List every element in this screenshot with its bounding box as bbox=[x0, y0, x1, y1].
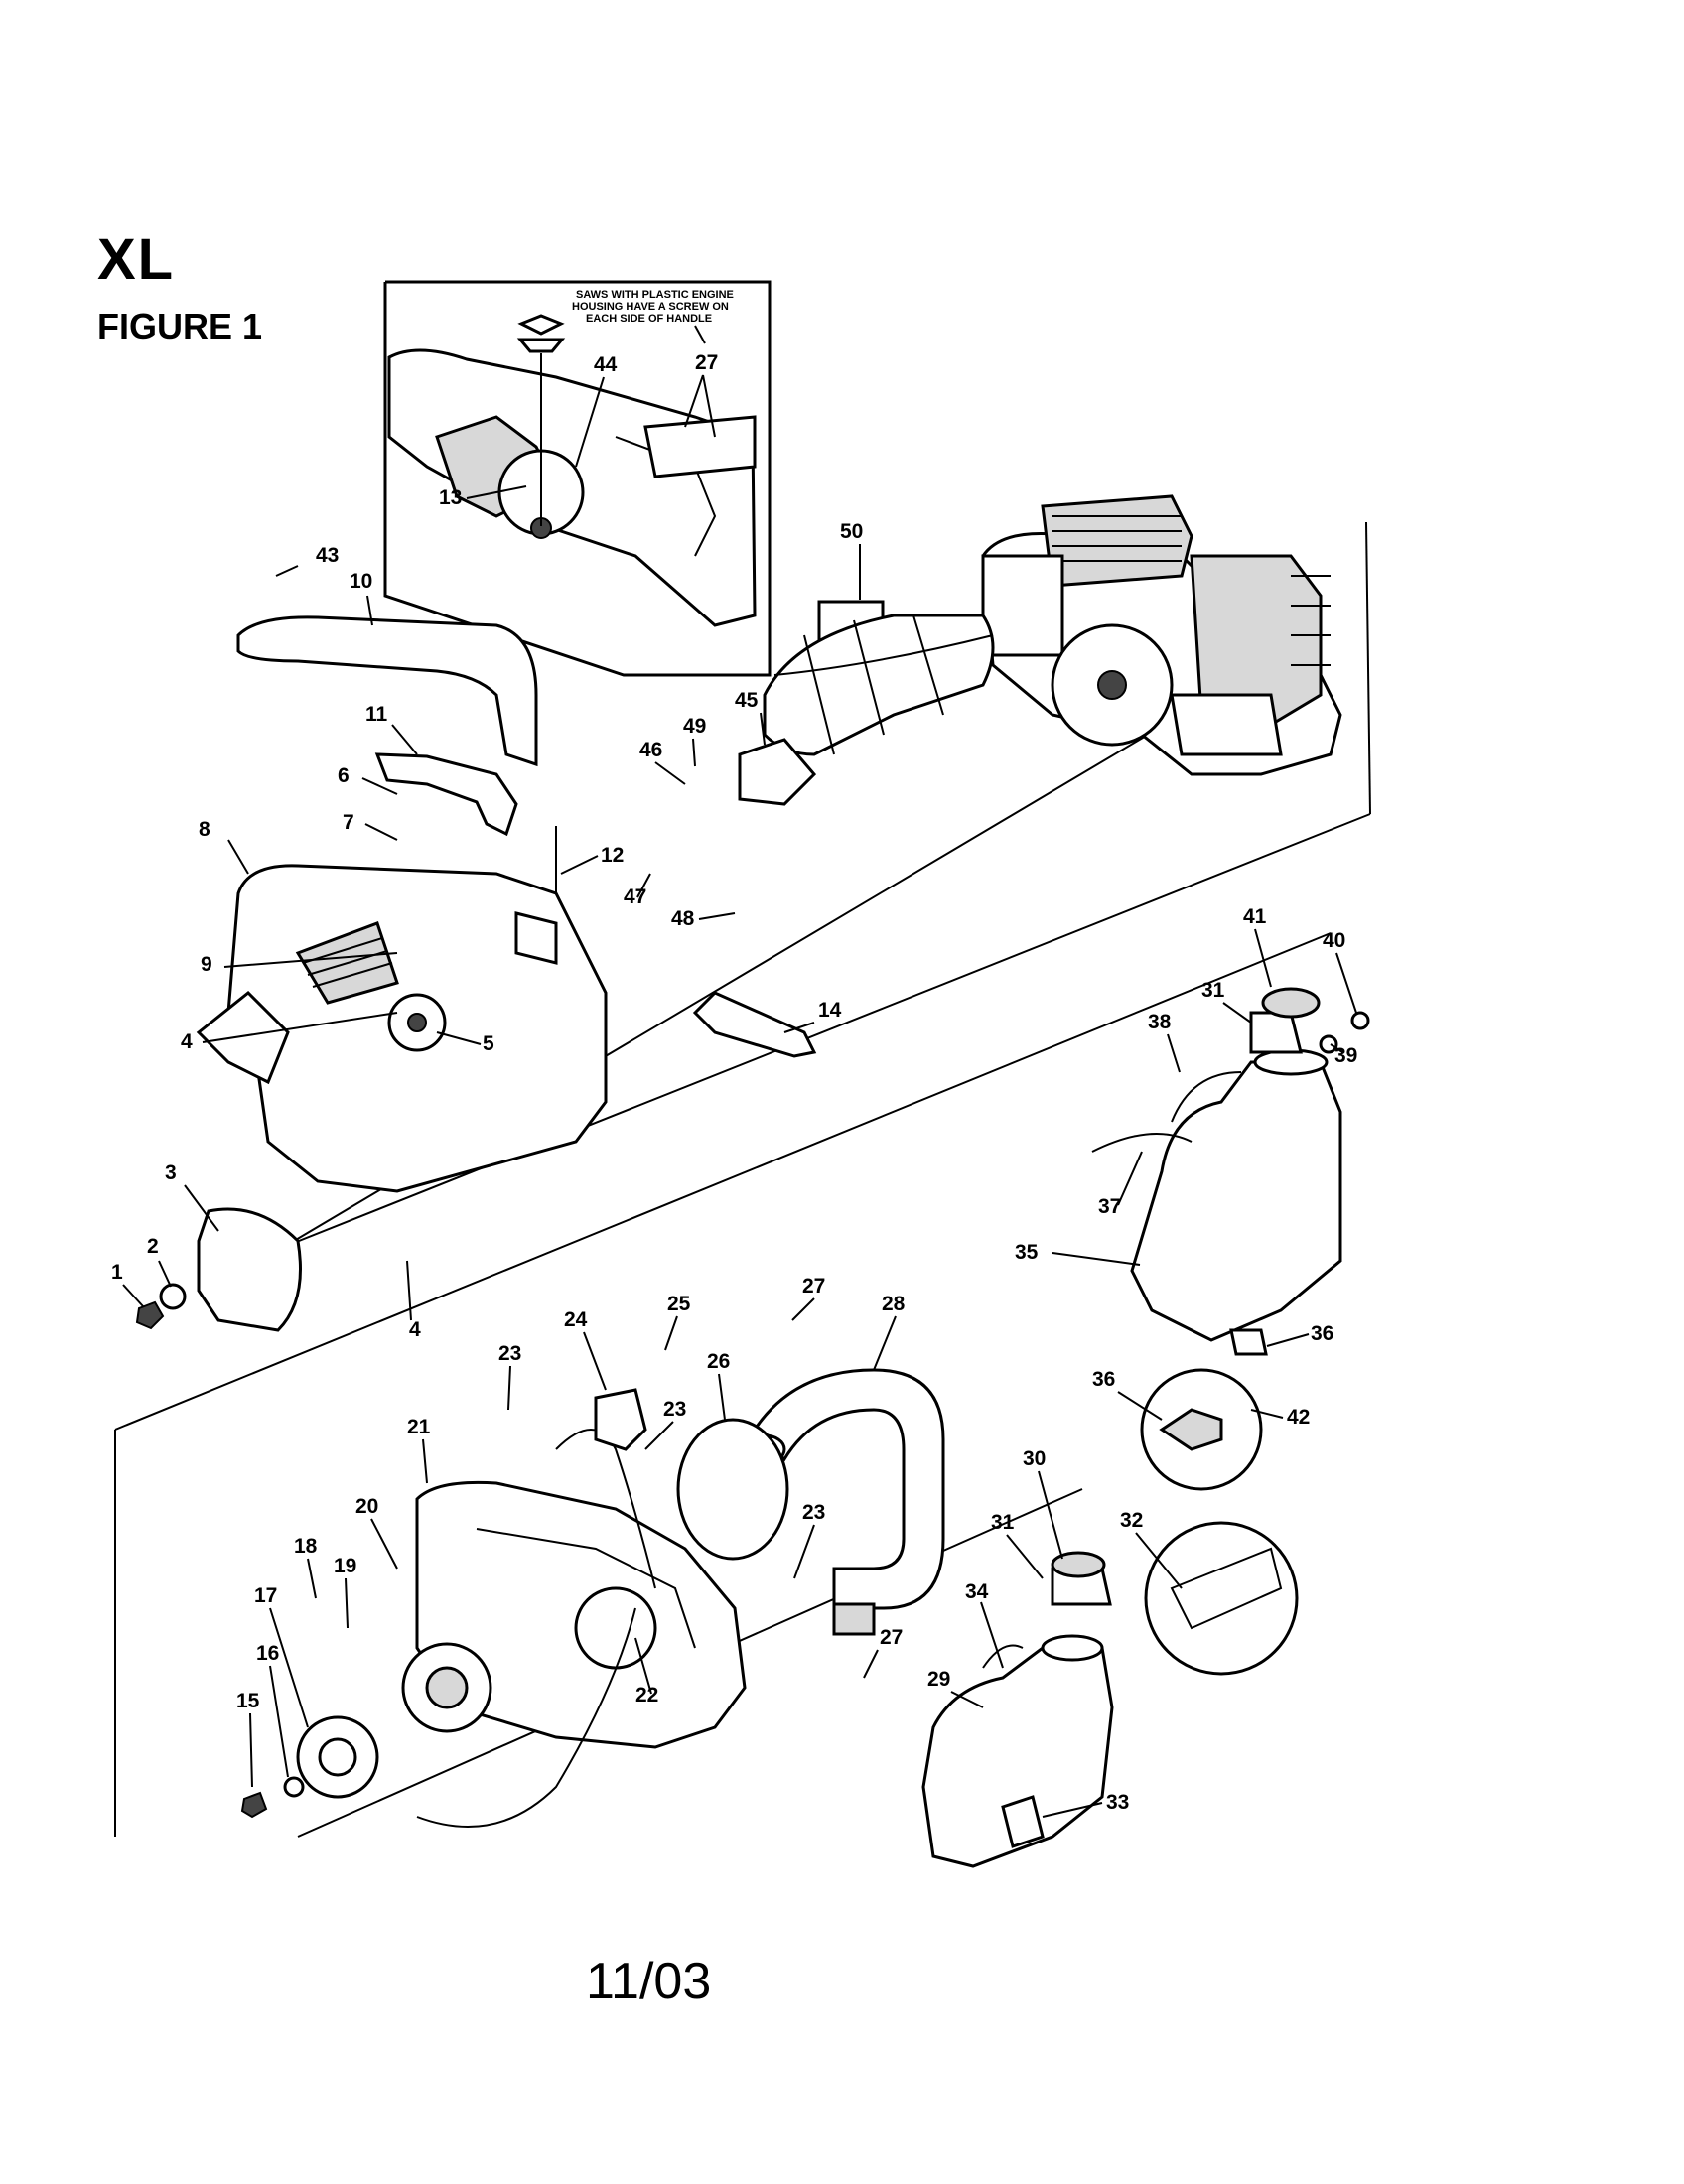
part-15-screw bbox=[240, 1791, 268, 1819]
callout-18: 18 bbox=[294, 1535, 318, 1558]
part-21-starter-housing bbox=[415, 1480, 747, 1749]
callout-2: 2 bbox=[147, 1235, 159, 1258]
callout-24: 24 bbox=[564, 1308, 588, 1331]
callout-36: 36 bbox=[1311, 1322, 1333, 1345]
starter-cord bbox=[416, 1429, 656, 1828]
callout-labels: 43 10 11 6 7 8 12 9 4 5 3 2 1 4 50 45 49… bbox=[111, 520, 1357, 1814]
callout-27-upper: 27 bbox=[802, 1275, 825, 1297]
callout-35: 35 bbox=[1015, 1241, 1039, 1264]
callout-11: 11 bbox=[365, 703, 388, 726]
part-8-engine-housing bbox=[196, 864, 608, 1193]
callout-5: 5 bbox=[483, 1032, 494, 1055]
part-26-disc bbox=[676, 1418, 789, 1561]
callout-10: 10 bbox=[350, 570, 372, 593]
callout-29: 29 bbox=[927, 1668, 950, 1691]
callout-8: 8 bbox=[199, 818, 210, 841]
part-14-baffle bbox=[692, 991, 817, 1058]
inset-note-line-2: HOUSING HAVE A SCREW ON bbox=[572, 301, 729, 313]
callout-30: 30 bbox=[1023, 1447, 1046, 1470]
callout-46: 46 bbox=[639, 739, 662, 761]
callout-23-a: 23 bbox=[498, 1342, 521, 1365]
inset-callout-44: 44 bbox=[594, 353, 618, 376]
inset-note-line-3: EACH SIDE OF HANDLE bbox=[586, 313, 712, 325]
callout-26: 26 bbox=[707, 1350, 730, 1373]
leader-lines bbox=[122, 544, 1357, 1818]
callout-49: 49 bbox=[683, 715, 706, 738]
callout-39: 39 bbox=[1334, 1044, 1357, 1067]
part-24-bracket bbox=[594, 1388, 647, 1451]
callout-41: 41 bbox=[1243, 905, 1267, 928]
detail-circle-32 bbox=[1144, 1521, 1299, 1676]
callout-4-lower: 4 bbox=[409, 1318, 421, 1341]
callout-21: 21 bbox=[407, 1416, 431, 1438]
callout-47: 47 bbox=[624, 886, 646, 908]
inset-callout-13: 13 bbox=[439, 486, 462, 509]
part-2-washer bbox=[159, 1283, 187, 1310]
inset-note-line-1: SAWS WITH PLASTIC ENGINE bbox=[576, 289, 734, 301]
part-29-oil-tank bbox=[921, 1551, 1114, 1868]
callout-32: 32 bbox=[1120, 1509, 1143, 1532]
date-code: 11/03 bbox=[586, 1953, 712, 2010]
figure-title: FIGURE 1 bbox=[97, 306, 263, 346]
part-16-washer bbox=[283, 1776, 305, 1798]
callout-19: 19 bbox=[334, 1555, 356, 1577]
part-10-top-cover bbox=[236, 615, 538, 767]
callout-22: 22 bbox=[635, 1684, 658, 1706]
part-3-cover bbox=[197, 1207, 302, 1332]
callout-40: 40 bbox=[1323, 929, 1345, 952]
callout-23-b: 23 bbox=[663, 1398, 686, 1421]
callout-33: 33 bbox=[1106, 1791, 1129, 1814]
inset-detail: SAWS WITH PLASTIC ENGINE HOUSING HAVE A … bbox=[383, 280, 772, 677]
callout-25: 25 bbox=[667, 1293, 691, 1315]
frame-lines bbox=[114, 521, 1371, 1838]
callout-31: 31 bbox=[1201, 979, 1225, 1002]
callout-6: 6 bbox=[338, 764, 350, 787]
callout-4: 4 bbox=[181, 1030, 193, 1053]
callout-14: 14 bbox=[818, 999, 842, 1022]
callout-20: 20 bbox=[355, 1495, 378, 1518]
part-11-throttle bbox=[374, 752, 518, 837]
callout-43: 43 bbox=[316, 544, 339, 567]
callout-23-c: 23 bbox=[802, 1501, 825, 1524]
callout-38: 38 bbox=[1148, 1011, 1172, 1033]
callout-27-lower: 27 bbox=[880, 1626, 903, 1649]
model-title: XL bbox=[97, 227, 176, 292]
callout-3: 3 bbox=[165, 1161, 177, 1184]
muffler-assembly bbox=[738, 614, 995, 806]
callout-45: 45 bbox=[735, 689, 759, 712]
part-35-fuel-tank bbox=[1091, 987, 1370, 1356]
callout-50: 50 bbox=[840, 520, 863, 543]
callout-31-lower: 31 bbox=[991, 1511, 1015, 1534]
callout-12: 12 bbox=[601, 844, 624, 867]
callout-28: 28 bbox=[882, 1293, 906, 1315]
callout-17: 17 bbox=[254, 1584, 277, 1607]
engine-assembly bbox=[981, 494, 1342, 776]
callout-48: 48 bbox=[671, 907, 695, 930]
callout-15: 15 bbox=[236, 1690, 260, 1712]
callout-9: 9 bbox=[201, 953, 212, 976]
part-1-nut bbox=[135, 1300, 165, 1330]
callout-34: 34 bbox=[965, 1580, 989, 1603]
callout-7: 7 bbox=[343, 811, 354, 834]
callout-1: 1 bbox=[111, 1261, 123, 1284]
callout-37: 37 bbox=[1098, 1195, 1121, 1218]
callout-16: 16 bbox=[256, 1642, 279, 1665]
callout-42: 42 bbox=[1287, 1406, 1310, 1429]
inset-callout-27: 27 bbox=[695, 351, 718, 374]
callout-36-detail: 36 bbox=[1092, 1368, 1115, 1391]
